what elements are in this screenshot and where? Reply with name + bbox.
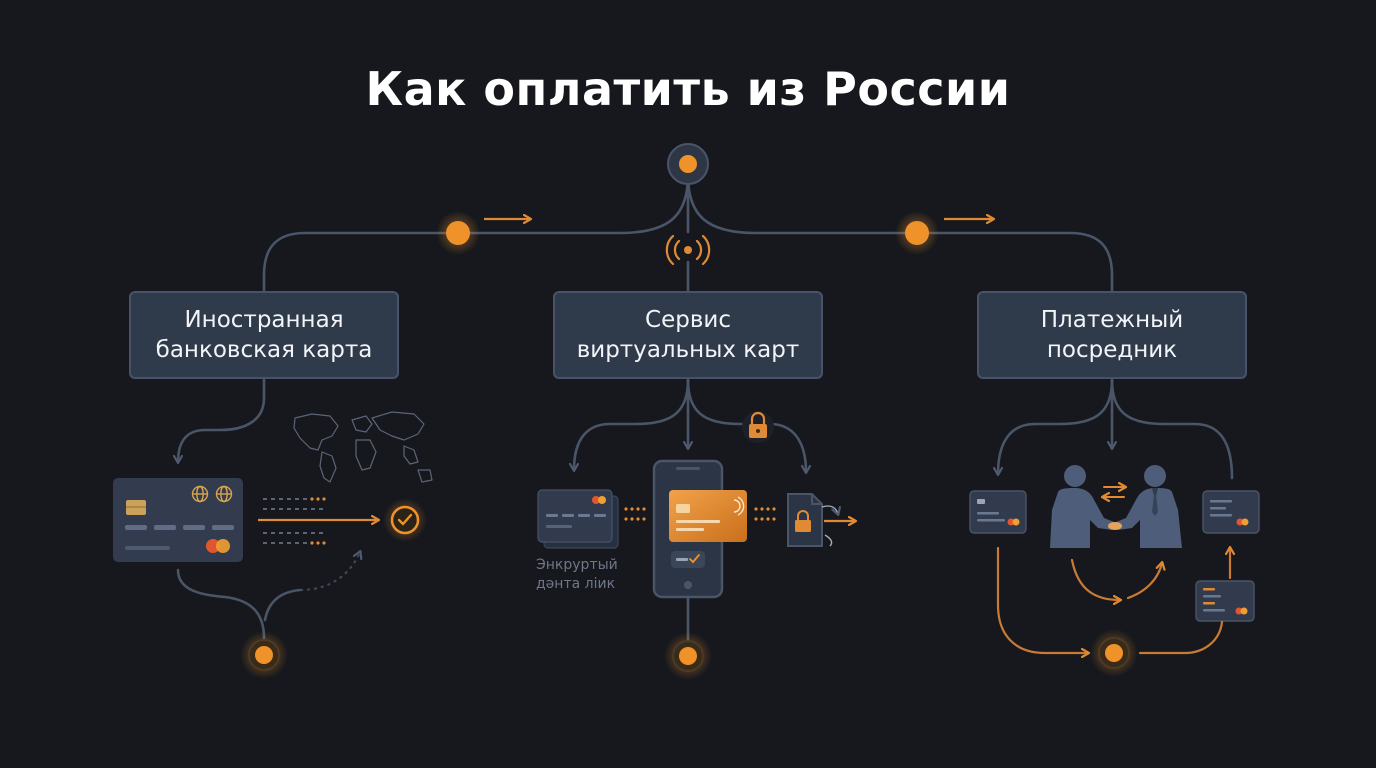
method-label-line2: виртуальных карт — [576, 337, 800, 363]
signal-icon — [665, 234, 711, 266]
globe-icon — [191, 485, 233, 503]
method-box-virtual-cards: Сервис виртуальных карт — [553, 291, 823, 379]
world-map-icon — [293, 411, 433, 483]
lock-icon — [742, 411, 774, 443]
method-label-line2: банковская карта — [155, 337, 373, 363]
junction-dot-left — [436, 211, 480, 255]
method-label-line1: Сервис — [645, 307, 731, 333]
orange-flow — [996, 548, 1230, 653]
card-stack-icon — [537, 489, 619, 549]
card-icon-left — [969, 490, 1027, 534]
page-title: Как оплатить из России — [365, 62, 1011, 116]
dot-link-right — [754, 507, 776, 521]
caption-line2: дәнта ліик — [536, 576, 616, 592]
data-stream — [263, 497, 326, 545]
column-foreign-card — [113, 378, 433, 679]
bottom-node-1 — [240, 631, 288, 679]
top-hub-node — [667, 143, 709, 185]
exchange-arrows-icon — [1103, 487, 1125, 497]
junction-dot-right — [895, 211, 939, 255]
caption-line1: Энкруртый — [536, 557, 618, 573]
method-label-line1: Иностранная — [184, 307, 344, 333]
locked-document-icon — [787, 493, 838, 547]
bottom-node-3 — [1090, 629, 1138, 677]
method-box-foreign-card: Иностранная банковская карта — [129, 291, 399, 379]
method-box-intermediary: Платежный посредник — [977, 291, 1247, 379]
virtual-card-caption: Энкруртый дәнта ліик — [536, 556, 626, 594]
column-virtual-cards — [537, 378, 855, 680]
card-icon-right — [1202, 490, 1260, 534]
dot-link-left — [624, 507, 646, 521]
handshake-icon — [1050, 465, 1182, 548]
check-badge-icon — [383, 498, 427, 542]
method-label-line2: посредник — [1046, 337, 1178, 363]
card-icon-small — [1195, 580, 1255, 622]
bank-card-icon — [113, 478, 243, 562]
column-intermediary — [969, 378, 1260, 677]
top-connectors — [262, 173, 1114, 292]
smartphone-icon — [652, 459, 747, 599]
method-label-line1: Платежный — [1040, 307, 1184, 333]
bottom-node-2 — [664, 632, 712, 680]
